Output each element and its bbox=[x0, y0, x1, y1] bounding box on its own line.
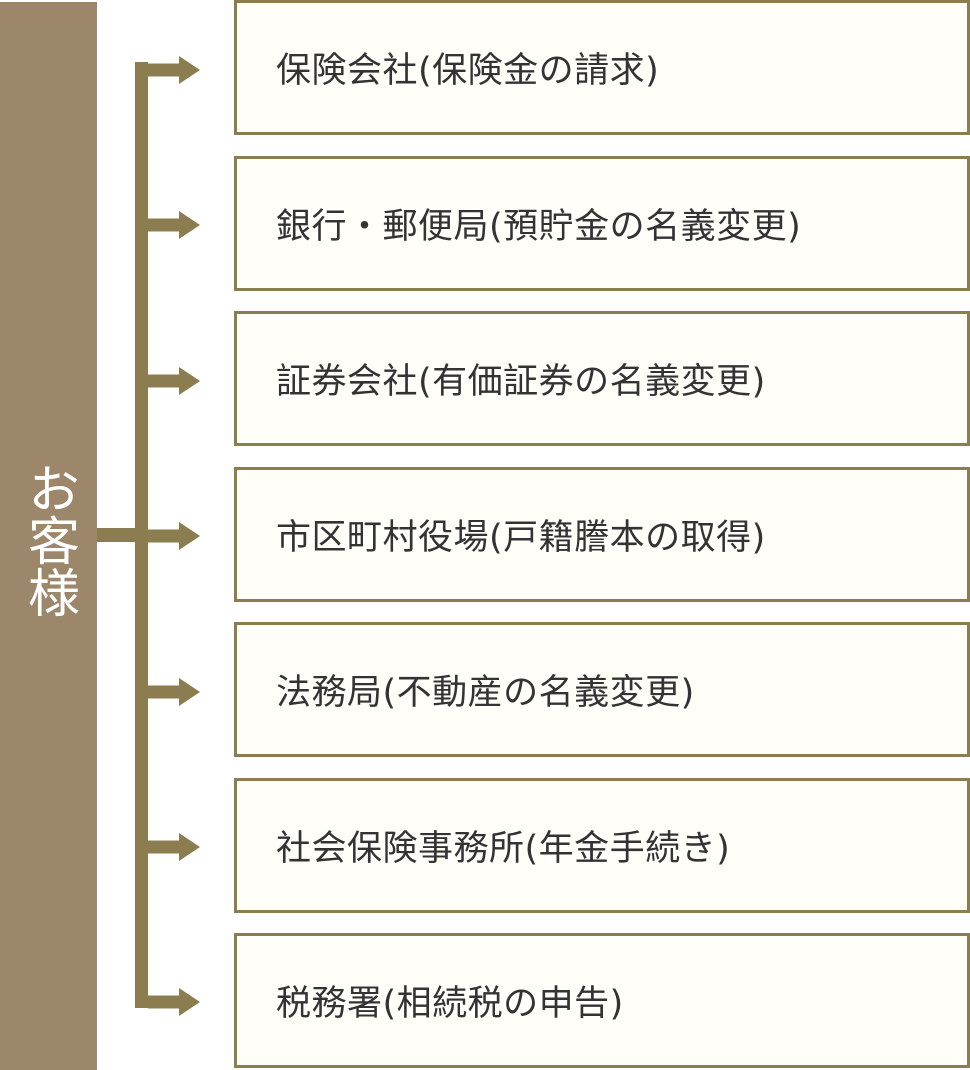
destination-label: 税務署(相続税の申告) bbox=[276, 984, 624, 1024]
destination-bank-post-office: 銀行・郵便局(預貯金の名義変更) bbox=[234, 156, 970, 291]
destination-municipal-office: 市区町村役場(戸籍謄本の取得) bbox=[234, 467, 970, 602]
arrow-right-icon bbox=[148, 55, 200, 85]
destination-legal-affairs-bureau: 法務局(不動産の名義変更) bbox=[234, 622, 970, 757]
arrow-right-icon bbox=[148, 677, 200, 707]
destination-label: 市区町村役場(戸籍謄本の取得) bbox=[276, 518, 766, 558]
arrow-right-icon bbox=[148, 366, 200, 396]
customer-bar bbox=[0, 2, 97, 1070]
destination-insurance-company: 保険会社(保険金の請求) bbox=[234, 0, 970, 135]
destination-label: 法務局(不動産の名義変更) bbox=[276, 673, 695, 713]
customer-label: お客様 bbox=[18, 462, 79, 618]
arrow-right-icon bbox=[148, 521, 200, 551]
destination-label: 証券会社(有価証券の名義変更) bbox=[276, 362, 766, 402]
destination-tax-office: 税務署(相続税の申告) bbox=[234, 933, 970, 1068]
destination-label: 保険会社(保険金の請求) bbox=[276, 51, 660, 91]
destination-label: 銀行・郵便局(預貯金の名義変更) bbox=[276, 207, 802, 247]
arrow-right-icon bbox=[148, 987, 200, 1017]
branch-trunk-line bbox=[135, 62, 148, 1008]
destination-social-insurance-office: 社会保険事務所(年金手続き) bbox=[234, 778, 970, 913]
destination-securities-company: 証券会社(有価証券の名義変更) bbox=[234, 311, 970, 446]
arrow-right-icon bbox=[148, 210, 200, 240]
destination-label: 社会保険事務所(年金手続き) bbox=[276, 829, 731, 869]
arrow-right-icon bbox=[148, 832, 200, 862]
